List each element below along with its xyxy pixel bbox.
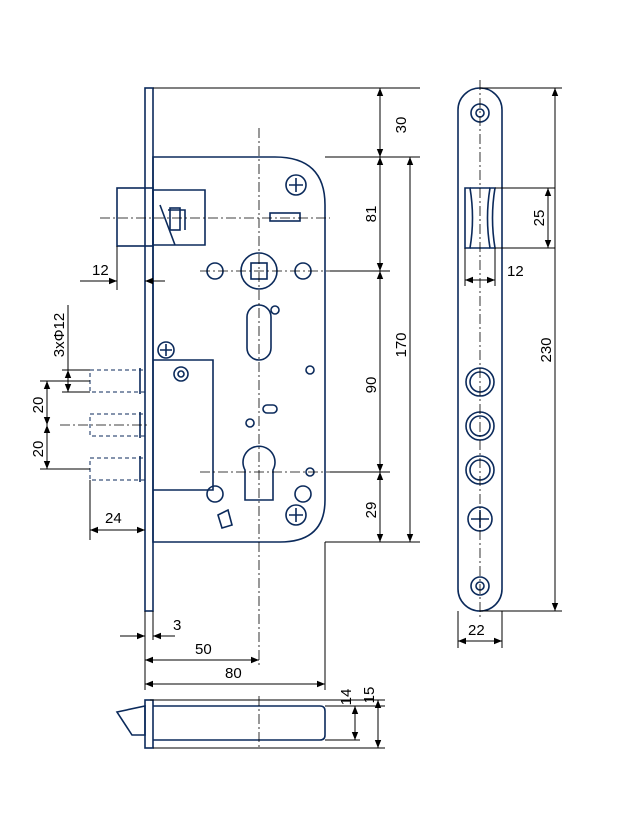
front-left-dimensions: 12 3xΦ12 20 20 24 (30, 246, 165, 540)
dim-bottom-offset: 29 (363, 502, 380, 519)
top-case (153, 705, 326, 741)
front-view (60, 87, 330, 668)
dim-case-width: 80 (225, 665, 242, 682)
dim-total-height-front: 170 (393, 332, 410, 357)
dim-case-depth-inner: 14 (338, 689, 355, 706)
dim-faceplate-width: 22 (468, 622, 485, 639)
dim-faceplate-length: 230 (538, 337, 555, 362)
lock-case (152, 156, 326, 543)
dim-side-latch-width: 25 (531, 210, 548, 227)
dim-bolt-spacing-b: 20 (30, 441, 47, 458)
dim-follower-offset: 81 (363, 206, 380, 223)
dim-backset: 50 (195, 641, 212, 658)
dim-top-offset: 30 (393, 117, 410, 134)
dim-bolt-projection: 24 (105, 510, 122, 527)
side-dimensions: 25 12 230 22 (457, 87, 562, 648)
dim-bolt-spacing-a: 20 (30, 397, 47, 414)
dim-side-latch-projection: 12 (507, 263, 524, 280)
top-faceplate (144, 699, 154, 749)
latch-bolt (116, 187, 206, 247)
dim-latch-projection: 12 (92, 262, 109, 279)
dim-center-distance: 90 (363, 377, 380, 394)
faceplate (144, 87, 154, 612)
dim-bolt-diameter: 3xΦ12 (51, 313, 68, 358)
top-view: 14 15 (115, 687, 385, 749)
dim-faceplate-thickness: 3 (173, 617, 181, 634)
cylinder-hole (242, 445, 276, 501)
front-vertical-dimensions: 30 81 170 90 29 (153, 87, 420, 543)
side-view (457, 80, 503, 620)
dim-case-depth-outer: 15 (361, 687, 378, 704)
front-bottom-dimensions: 3 50 80 (120, 542, 326, 690)
